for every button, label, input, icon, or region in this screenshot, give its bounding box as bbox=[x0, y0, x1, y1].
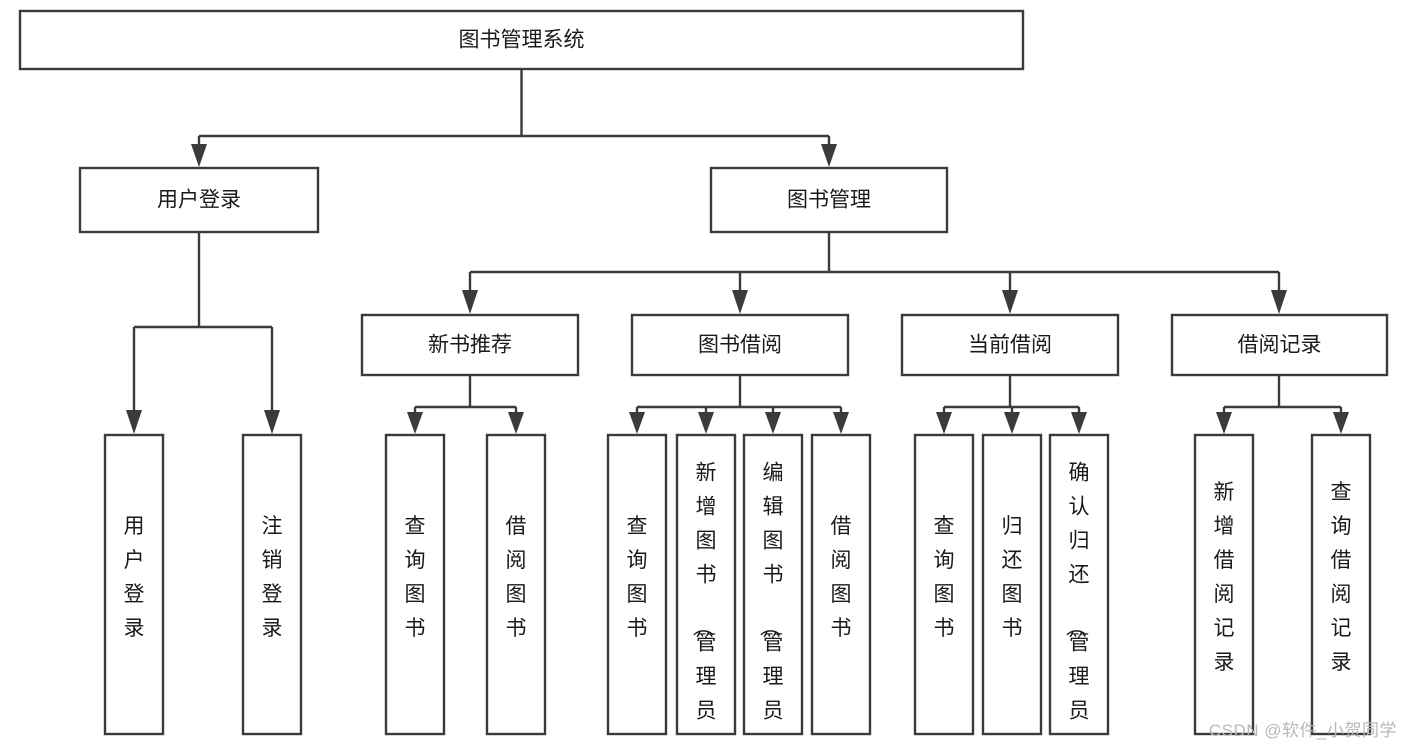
leaf-user-login[interactable]: 用户登录 bbox=[103, 433, 165, 736]
connector-group-book-borrow bbox=[629, 375, 849, 434]
leaf-user-login-label: 用户登录 bbox=[124, 515, 145, 640]
leaf-query-record-box[interactable] bbox=[1310, 433, 1372, 736]
arrowhead-book-borrow bbox=[732, 290, 748, 314]
leaf-query-book-1[interactable]: 查询图书 bbox=[384, 433, 446, 736]
arrowhead-borrow-record bbox=[1271, 290, 1287, 314]
arrowhead-leaf-confirm-return bbox=[1071, 412, 1087, 434]
leaf-query-book-2-label: 查询图书 bbox=[627, 515, 648, 640]
arrowhead-leaf-query-record bbox=[1333, 412, 1349, 434]
leaf-logout-box[interactable] bbox=[241, 433, 303, 736]
leaf-borrow-book-2-label: 借阅图书 bbox=[831, 515, 852, 640]
connector-group-book-manage bbox=[462, 232, 1287, 314]
connector-group-user-login bbox=[126, 232, 280, 434]
leaf-query-record[interactable]: 查询借阅记录 bbox=[1310, 433, 1372, 736]
node-user-login[interactable]: 用户登录 bbox=[78, 166, 320, 234]
arrowhead-new-book-rec bbox=[462, 290, 478, 314]
node-new-book-rec-box[interactable] bbox=[360, 313, 580, 377]
node-root-label: 图书管理系统 bbox=[459, 29, 585, 52]
arrowhead-leaf-query-book-3 bbox=[936, 412, 952, 434]
leaf-add-book-box[interactable] bbox=[675, 433, 737, 736]
arrowhead-leaf-query-book-1 bbox=[407, 412, 423, 434]
arrowhead-leaf-borrow-book-2 bbox=[833, 412, 849, 434]
leaf-query-record-label: 查询借阅记录 bbox=[1331, 481, 1352, 674]
node-user-login-label: 用户登录 bbox=[157, 189, 241, 212]
arrowhead-leaf-edit-book bbox=[765, 412, 781, 434]
connector-group-current-borrow bbox=[936, 375, 1087, 434]
arrowhead-leaf-add-book bbox=[698, 412, 714, 434]
leaf-add-record[interactable]: 新增借阅记录 bbox=[1193, 433, 1255, 736]
arrowhead-book-manage bbox=[821, 144, 837, 167]
node-root[interactable]: 图书管理系统 bbox=[18, 9, 1025, 71]
leaf-query-book-2-box[interactable] bbox=[606, 433, 668, 736]
node-borrow-record[interactable]: 借阅记录 bbox=[1170, 313, 1389, 377]
node-borrow-record-label: 借阅记录 bbox=[1238, 334, 1322, 357]
leaf-return-book-box[interactable] bbox=[981, 433, 1043, 736]
connector-group-new-book-rec bbox=[407, 375, 524, 434]
leaf-query-book-1-box[interactable] bbox=[384, 433, 446, 736]
node-book-manage[interactable]: 图书管理 bbox=[709, 166, 949, 234]
arrowhead-leaf-user-login bbox=[126, 410, 142, 434]
node-current-borrow-label: 当前借阅 bbox=[968, 334, 1052, 357]
arrowhead-leaf-add-record bbox=[1216, 412, 1232, 434]
leaf-return-book[interactable]: 归还图书 bbox=[981, 433, 1043, 736]
leaf-confirm-return[interactable]: 确认归还（管理员） bbox=[1048, 433, 1110, 747]
leaf-borrow-book-1-box[interactable] bbox=[485, 433, 547, 736]
arrowhead-current-borrow bbox=[1002, 290, 1018, 314]
leaf-confirm-return-box[interactable] bbox=[1048, 433, 1110, 736]
leaf-query-book-1-label: 查询图书 bbox=[405, 515, 426, 640]
leaf-edit-book-label: 编辑图书（管理员） bbox=[758, 462, 784, 747]
leaf-add-book[interactable]: 新增图书（管理员） bbox=[675, 433, 737, 747]
node-new-book-rec[interactable]: 新书推荐 bbox=[360, 313, 580, 377]
leaf-logout-label: 注销登录 bbox=[262, 515, 283, 640]
leaf-borrow-book-1[interactable]: 借阅图书 bbox=[485, 433, 547, 736]
leaf-query-book-3[interactable]: 查询图书 bbox=[913, 433, 975, 736]
node-book-manage-box[interactable] bbox=[709, 166, 949, 234]
leaf-edit-book[interactable]: 编辑图书（管理员） bbox=[742, 433, 804, 747]
node-current-borrow-box[interactable] bbox=[900, 313, 1120, 377]
leaf-logout[interactable]: 注销登录 bbox=[241, 433, 303, 736]
leaf-return-book-label: 归还图书 bbox=[1002, 515, 1023, 640]
node-user-login-box[interactable] bbox=[78, 166, 320, 234]
leaf-borrow-book-1-label: 借阅图书 bbox=[506, 515, 527, 640]
leaf-query-book-2[interactable]: 查询图书 bbox=[606, 433, 668, 736]
node-book-manage-label: 图书管理 bbox=[787, 189, 871, 212]
leaf-confirm-return-label: 确认归还（管理员） bbox=[1064, 462, 1090, 747]
leaf-borrow-book-2[interactable]: 借阅图书 bbox=[810, 433, 872, 736]
arrowhead-leaf-logout bbox=[264, 410, 280, 434]
arrowhead-leaf-return-book bbox=[1004, 412, 1020, 434]
leaf-add-book-label: 新增图书（管理员） bbox=[691, 462, 717, 747]
watermark-label: CSDN @软件_小贺同学 bbox=[1208, 721, 1397, 740]
connector-group-root bbox=[191, 69, 837, 167]
node-borrow-record-box[interactable] bbox=[1170, 313, 1389, 377]
arrowhead-leaf-query-book-2 bbox=[629, 412, 645, 434]
leaf-node-layer: 用户登录 注销登录 查询图书 借阅图书 查询图书 新增图书（管理员） 编辑图书（管理员） 借阅… bbox=[103, 433, 1372, 747]
connector-group-borrow-record bbox=[1216, 375, 1349, 434]
leaf-add-record-label: 新增借阅记录 bbox=[1214, 481, 1235, 674]
leaf-query-book-3-label: 查询图书 bbox=[934, 515, 955, 640]
node-book-borrow-box[interactable] bbox=[630, 313, 850, 377]
node-book-borrow-label: 图书借阅 bbox=[698, 334, 782, 357]
leaf-query-book-3-box[interactable] bbox=[913, 433, 975, 736]
leaf-user-login-box[interactable] bbox=[103, 433, 165, 736]
arrowhead-user-login bbox=[191, 144, 207, 167]
leaf-edit-book-box[interactable] bbox=[742, 433, 804, 736]
leaf-borrow-book-2-box[interactable] bbox=[810, 433, 872, 736]
node-current-borrow[interactable]: 当前借阅 bbox=[900, 313, 1120, 377]
node-new-book-rec-label: 新书推荐 bbox=[428, 334, 512, 357]
leaf-add-record-box[interactable] bbox=[1193, 433, 1255, 736]
node-book-borrow[interactable]: 图书借阅 bbox=[630, 313, 850, 377]
arrowhead-leaf-borrow-book-1 bbox=[508, 412, 524, 434]
node-root-box[interactable] bbox=[18, 9, 1025, 71]
